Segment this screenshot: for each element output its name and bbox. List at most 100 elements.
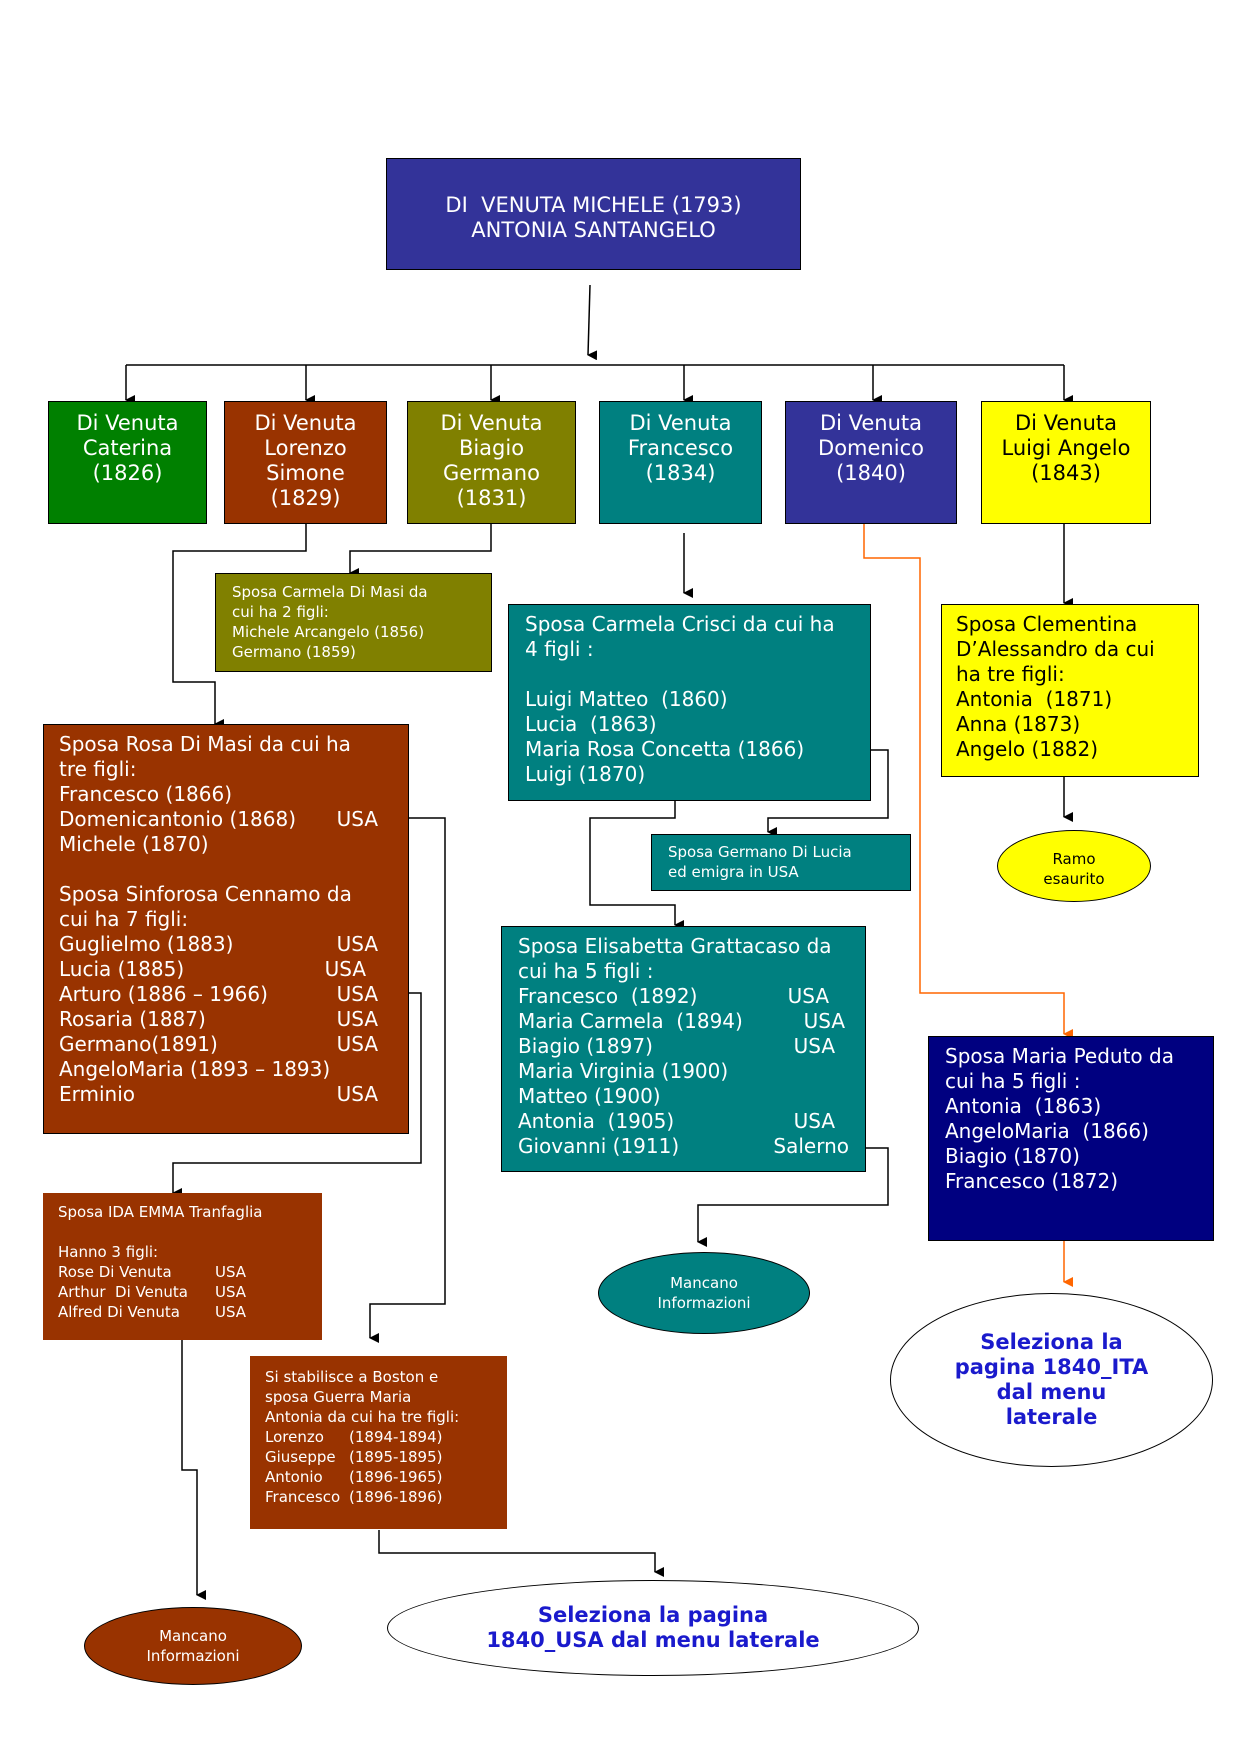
- text-line: 4 figli :: [525, 637, 594, 661]
- child-label: (1831): [456, 486, 527, 510]
- ida-to-mancano: [181, 1340, 206, 1600]
- kid-note: USA: [215, 1263, 247, 1281]
- text-line: Francesco (1872): [945, 1169, 1119, 1193]
- child-biagio: Di Venuta Biagio Germano (1831): [407, 401, 576, 524]
- child-label: Germano: [443, 461, 540, 485]
- link-text[interactable]: 1840_USA dal menu laterale: [486, 1628, 820, 1652]
- mancano-informazioni-oval: Mancano Informazioni: [598, 1252, 810, 1334]
- kid-list: Lorenzo (1894-1894) Giuseppe (1895-1895) A…: [265, 1427, 506, 1507]
- text-line: Sposa Rosa Di Masi da cui ha: [59, 732, 351, 756]
- link-1840-usa[interactable]: Seleziona la pagina 1840_USA dal menu la…: [387, 1580, 919, 1676]
- mancano-informazioni-oval: Mancano Informazioni: [84, 1607, 302, 1685]
- link-text[interactable]: dal menu: [996, 1380, 1107, 1404]
- kid-name: Lorenzo: [265, 1428, 324, 1446]
- child-label: (1834): [645, 461, 716, 485]
- child-label: Francesco: [627, 436, 734, 460]
- child-label: Di Venuta: [629, 411, 732, 435]
- text-line: D’Alessandro da cui: [956, 637, 1155, 661]
- child-francesco: Di Venuta Francesco (1834): [599, 401, 762, 524]
- text-line: Informazioni: [146, 1647, 240, 1665]
- text-line: Sposa Germano Di Lucia: [668, 843, 852, 861]
- link-text[interactable]: Seleziona la pagina: [537, 1603, 769, 1627]
- text-line: Sposa Carmela Crisci da cui ha: [525, 612, 835, 636]
- germano-dilucia-box: Sposa Germano Di Lucia ed emigra in USA: [651, 834, 911, 891]
- kid-row: Francesco (1892)USA: [518, 984, 829, 1008]
- child-label: Luigi Angelo: [1001, 436, 1131, 460]
- kid-row: Arturo (1886 – 1966)USA: [59, 982, 378, 1006]
- child-caterina: Di Venuta Caterina (1826): [48, 401, 207, 524]
- lorenzo-spouses-box: Sposa Rosa Di Masi da cui ha tre figli: …: [43, 724, 409, 1134]
- kid-name: Alfred Di Venuta: [58, 1303, 180, 1321]
- text-line: Antonia da cui ha tre figli:: [265, 1408, 460, 1426]
- child-label: Caterina: [82, 436, 173, 460]
- link-text[interactable]: laterale: [1005, 1405, 1098, 1429]
- kid-name: Antonio: [265, 1468, 323, 1486]
- text-line: Angelo (1882): [956, 737, 1099, 761]
- text-line: Mancano: [670, 1274, 738, 1292]
- text-line: tre figli:: [59, 757, 137, 781]
- text-line: sposa Guerra Maria: [265, 1388, 412, 1406]
- child-label: (1843): [1031, 461, 1101, 485]
- kid-years: (1896-1896): [349, 1488, 443, 1506]
- kid-row: Maria Carmela (1894)USA: [518, 1009, 845, 1033]
- link-1840-ita[interactable]: Seleziona la pagina 1840_ITA dal menu la…: [890, 1293, 1213, 1467]
- text-line: cui ha 7 figli:: [59, 907, 189, 931]
- text-line: Hanno 3 figli:: [58, 1243, 159, 1261]
- kid-row: Giovanni (1911)Salerno: [518, 1134, 849, 1158]
- kid-line: Lucia (1863): [525, 712, 657, 736]
- kid-row: Germano(1891)USA: [59, 1032, 378, 1056]
- kid-line: Luigi (1870): [525, 762, 646, 786]
- kid-line: Luigi Matteo (1860): [525, 687, 728, 711]
- kid-years: (1895-1895): [349, 1448, 443, 1466]
- kid-years: (1896-1965): [349, 1468, 443, 1486]
- lucia-to-germano: [767, 749, 889, 837]
- kid-row: Lucia (1885)USA: [59, 957, 366, 981]
- giovanni-to-mancano: [697, 1147, 889, 1247]
- kid-name: Giuseppe: [265, 1448, 336, 1466]
- text-line: AngeloMaria (1866): [945, 1119, 1149, 1143]
- kid-years: (1894-1894): [349, 1428, 443, 1446]
- link-text[interactable]: Seleziona la: [980, 1330, 1123, 1354]
- link-text[interactable]: pagina 1840_ITA: [954, 1355, 1149, 1379]
- kid-row: Biagio (1897)USA: [518, 1034, 835, 1058]
- child-label: Di Venuta: [819, 411, 923, 435]
- root-arrow: [587, 284, 598, 361]
- kid-row: Michele (1870): [59, 832, 209, 856]
- ramo-esaurito-oval: Ramo esaurito: [997, 830, 1151, 902]
- text-line: cui ha 2 figli:: [232, 603, 329, 621]
- text-line: Antonia (1863): [945, 1094, 1102, 1118]
- biagio-to-spouse: [349, 524, 492, 578]
- text-line: Antonia (1871): [956, 687, 1113, 711]
- boston-box: Si stabilisce a Boston e sposa Guerra Ma…: [250, 1356, 507, 1529]
- text-line: ed emigra in USA: [668, 863, 799, 881]
- text-line: Informazioni: [657, 1294, 751, 1312]
- child-luigi-angelo: Di Venuta Luigi Angelo (1843): [981, 401, 1151, 524]
- child-label: Di Venuta: [1014, 411, 1118, 435]
- lorenzo-to-spouse: [172, 524, 307, 729]
- francesco-spouse-box: Sposa Carmela Crisci da cui ha 4 figli :…: [508, 604, 871, 801]
- kid-row: Guglielmo (1883)USA: [59, 932, 378, 956]
- text-line: Ramo: [1052, 850, 1096, 868]
- boston-to-link: [378, 1530, 664, 1577]
- text-line: Biagio (1870): [945, 1144, 1080, 1168]
- text-line: Sposa Clementina: [956, 612, 1138, 636]
- text-line: Mancano: [159, 1627, 227, 1645]
- child-lorenzo: Di Venuta Lorenzo Simone (1829): [224, 401, 387, 524]
- kid-row: Matteo (1900): [518, 1084, 661, 1108]
- text-line: Sposa Elisabetta Grattacaso da: [518, 934, 832, 958]
- root-couple-box: DI VENUTA MICHELE (1793) ANTONIA SANTANG…: [386, 158, 801, 270]
- peduto-box: Sposa Maria Peduto da cui ha 5 figli : A…: [928, 1036, 1214, 1241]
- child-label: Di Venuta: [76, 411, 179, 435]
- root-spouse: ANTONIA SANTANGELO: [471, 218, 716, 242]
- kid-row: Rosaria (1887)USA: [59, 1007, 378, 1031]
- child-domenico: Di Venuta Domenico (1840): [785, 401, 957, 524]
- child-label: Di Venuta: [440, 411, 543, 435]
- kid-row: Antonia (1905)USA: [518, 1109, 835, 1133]
- kid-name: Arthur Di Venuta: [58, 1283, 188, 1301]
- text-line: Michele Arcangelo (1856): [232, 623, 425, 641]
- text-line: esaurito: [1043, 870, 1105, 888]
- text-line: Anna (1873): [956, 712, 1081, 736]
- child-label: Di Venuta: [254, 411, 357, 435]
